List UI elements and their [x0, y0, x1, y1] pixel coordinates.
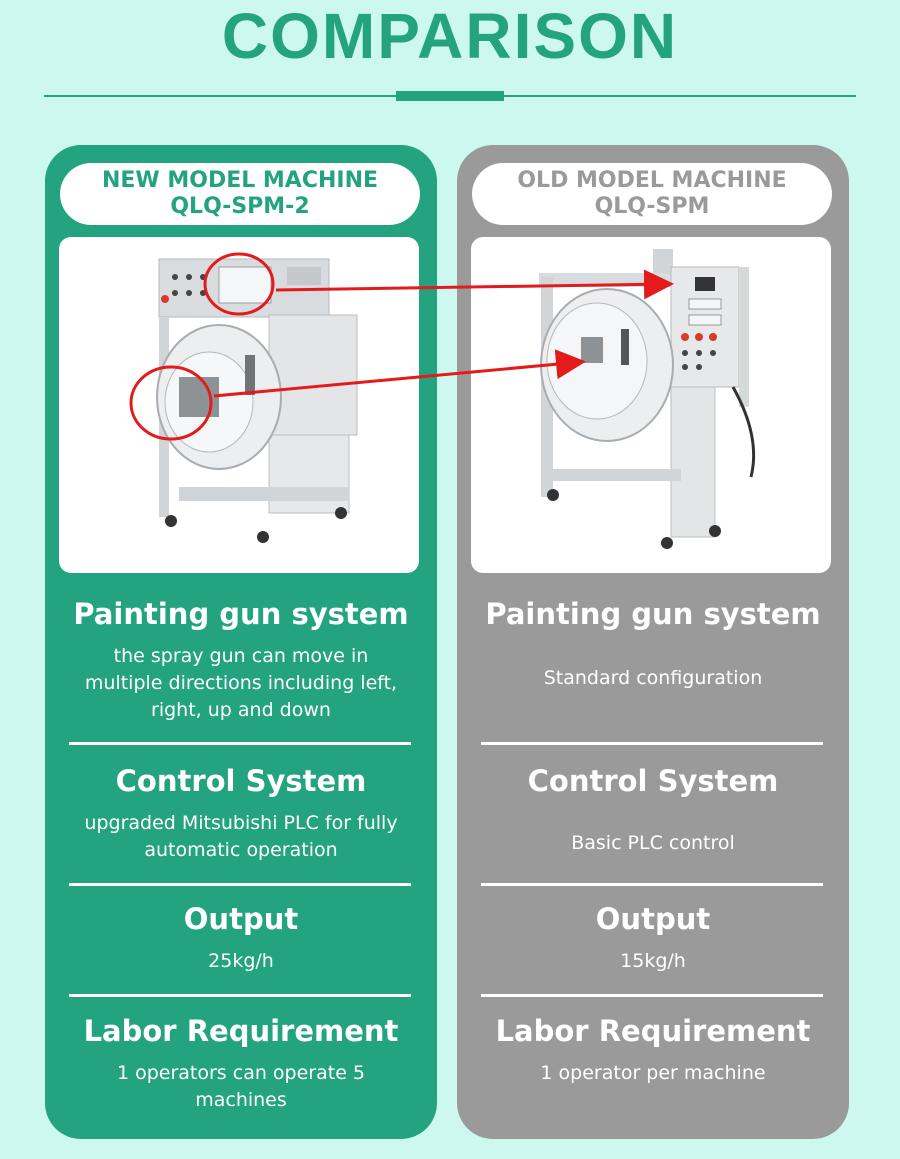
old-control-system-heading: Control System	[527, 764, 779, 798]
new-section-painting-gun: Painting gun system the spray gun can mo…	[45, 595, 437, 724]
new-painting-gun-text: the spray gun can move in multiple direc…	[84, 645, 398, 721]
new-output-heading: Output	[183, 902, 299, 936]
old-labor-heading: Labor Requirement	[495, 1014, 811, 1048]
new-control-system-text: upgraded Mitsubishi PLC for fully automa…	[84, 812, 398, 861]
old-labor-text: 1 operator per machine	[540, 1062, 766, 1084]
new-model-machine-image	[59, 237, 419, 573]
new-labor-text: 1 operators can operate 5 machines	[116, 1062, 366, 1111]
new-output-text: 25kg/h	[208, 950, 274, 972]
old-section-output: Output 15kg/h	[457, 900, 849, 975]
old-section-control-system: Control System Basic PLC control	[457, 762, 849, 857]
new-model-name-pill: NEW MODEL MACHINE QLQ-SPM-2	[60, 163, 420, 225]
old-divider-1	[481, 742, 823, 745]
new-divider-2	[69, 883, 411, 886]
new-divider-3	[69, 994, 411, 997]
new-divider-1	[69, 742, 411, 745]
old-painting-gun-text: Standard configuration	[543, 667, 763, 689]
new-model-card: NEW MODEL MACHINE QLQ-SPM-2	[45, 145, 437, 1139]
old-output-heading: Output	[595, 902, 711, 936]
old-output-text: 15kg/h	[620, 950, 686, 972]
page-title: COMPARISON	[221, 0, 679, 72]
old-model-machine-image	[471, 237, 831, 573]
new-section-control-system: Control System upgraded Mitsubishi PLC f…	[45, 762, 437, 864]
title-underline-accent	[396, 91, 504, 101]
new-labor-heading: Labor Requirement	[83, 1014, 399, 1048]
old-section-labor: Labor Requirement 1 operator per machine	[457, 1012, 849, 1087]
old-model-code: QLQ-SPM	[594, 194, 710, 219]
new-painting-gun-heading: Painting gun system	[73, 597, 409, 631]
new-section-output: Output 25kg/h	[45, 900, 437, 975]
old-control-system-text: Basic PLC control	[571, 832, 735, 854]
old-model-name: OLD MODEL MACHINE	[517, 168, 787, 193]
old-divider-3	[481, 994, 823, 997]
old-machine-illustration	[539, 249, 756, 549]
old-model-name-pill: OLD MODEL MACHINE QLQ-SPM	[472, 163, 832, 225]
new-control-system-heading: Control System	[115, 764, 367, 798]
old-section-painting-gun: Painting gun system Standard configurati…	[457, 595, 849, 692]
new-section-labor: Labor Requirement 1 operators can operat…	[45, 1012, 437, 1114]
new-machine-illustration	[129, 252, 358, 543]
old-painting-gun-heading: Painting gun system	[485, 597, 821, 631]
old-model-card: OLD MODEL MACHINE QLQ-SPM	[457, 145, 849, 1139]
new-model-name: NEW MODEL MACHINE	[101, 168, 379, 193]
old-divider-2	[481, 883, 823, 886]
new-model-code: QLQ-SPM-2	[170, 194, 310, 219]
